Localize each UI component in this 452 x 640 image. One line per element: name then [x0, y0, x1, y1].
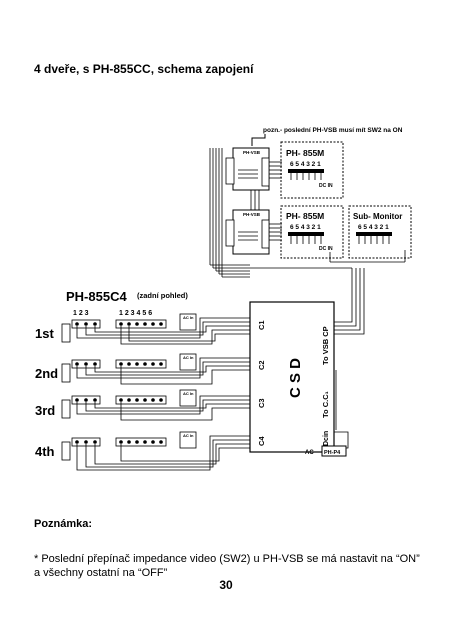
panel-title: PH-855C4: [66, 289, 127, 304]
submonitor-label: Sub- Monitor: [353, 212, 402, 221]
monitor-1-dip: 6 5 4 3 2 1: [290, 161, 321, 168]
port-c3: C3: [257, 398, 266, 408]
ac-in-label-4: AC In: [183, 433, 194, 438]
csd-label: C S D: [287, 358, 304, 398]
to-vsb-label: To VSB CP: [321, 326, 330, 365]
panel-subtitle: (zadní pohled): [137, 291, 188, 300]
csd-unit: C S D C1 C2 C3 C4 To VSB CP To C.C₁ Dcin: [249, 301, 335, 453]
door-row-4: AC In: [61, 431, 197, 461]
monitor-1-dcin: DC IN: [319, 183, 333, 189]
ac-in-label-2: AC In: [183, 355, 194, 360]
note-text: * Poslední přepínač impedance video (SW2…: [34, 553, 420, 579]
port-c2: C2: [257, 360, 266, 370]
to-cc-label: To C.C₁: [321, 391, 330, 418]
monitor-1-label: PH- 855M: [286, 148, 324, 158]
door-row-3: AC In: [61, 389, 197, 419]
camera-terminal-numbers: 1 2 3 4 5 6: [119, 310, 152, 317]
door-label-2: 2nd: [35, 366, 58, 381]
ac-in-label-1: AC In: [183, 315, 194, 320]
monitor-2-label: PH- 855M: [286, 211, 324, 221]
riser-wires: [209, 148, 250, 278]
port-c1: C1: [257, 320, 266, 330]
page-title: 4 dveře, s PH-855CC, schema zapojení: [34, 62, 254, 76]
door-terminal-numbers: 1 2 3: [73, 310, 89, 317]
vsb-unit-2: PH-VSB: [225, 209, 270, 255]
door-label-4: 4th: [35, 444, 55, 459]
psu-unit: AC PH-P4: [305, 445, 347, 457]
top-note: pozn.- poslední PH-VSB musí mít SW2 na O…: [263, 127, 403, 134]
door-row-2: AC In: [61, 353, 197, 383]
monitor-2: PH- 855M 6 5 4 3 2 1 DC IN: [280, 205, 344, 259]
door-wires: [76, 317, 250, 471]
vsb-2-label: PH-VSB: [243, 212, 261, 217]
sub-monitor: Sub- Monitor 6 5 4 3 2 1: [348, 205, 412, 259]
psu-ac: AC: [305, 450, 314, 456]
vsb-1-label: PH-VSB: [243, 150, 261, 155]
port-c4: C4: [257, 436, 266, 446]
ac-in-label-3: AC In: [183, 391, 194, 396]
submonitor-dip: 6 5 4 3 2 1: [358, 224, 389, 231]
page-number: 30: [219, 578, 233, 592]
door-label-1: 1st: [35, 326, 54, 341]
monitor-1: PH- 855M 6 5 4 3 2 1 DC IN: [280, 141, 344, 199]
vsb-unit-1: PH-VSB: [225, 147, 270, 191]
psu-label: PH-P4: [324, 450, 341, 456]
dcin-label: Dcin: [323, 431, 330, 446]
door-row-1: AC In: [61, 313, 197, 343]
door-label-3: 3rd: [35, 403, 55, 418]
csd-vsb-wires: [250, 267, 365, 449]
monitor-2-dcin: DC IN: [319, 246, 333, 252]
monitor-2-dip: 6 5 4 3 2 1: [290, 224, 321, 231]
note-heading: Poznámka:: [34, 518, 93, 530]
